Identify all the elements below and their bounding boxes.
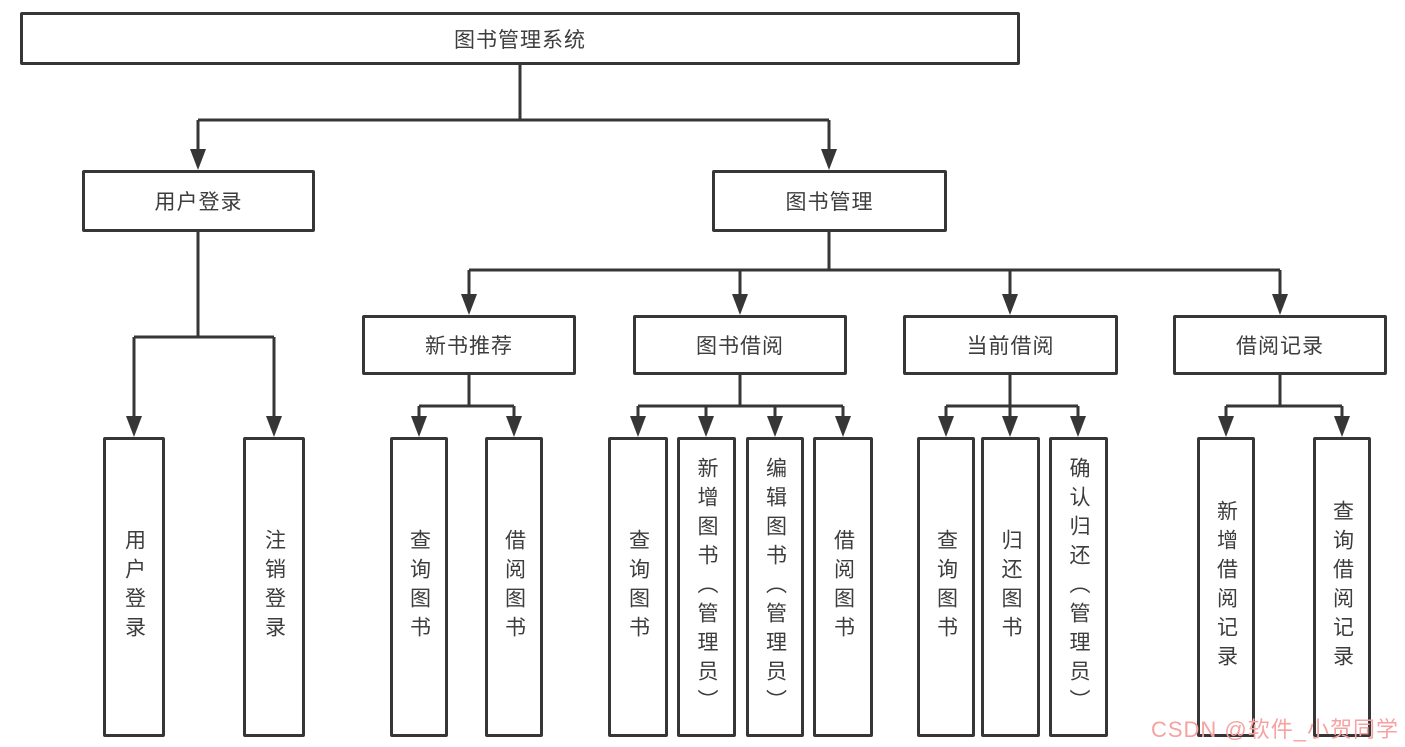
node-user-login: 用户登录 [82, 170, 315, 232]
leaf-bb-add-books-admin-label: 新增图书（管理员） [695, 456, 718, 718]
leaf-nb-query-books-label: 查询图书 [407, 529, 431, 645]
leaf-cb-query-books-label: 查询图书 [934, 529, 958, 645]
leaf-bb-borrow-books: 借阅图书 [813, 437, 873, 737]
leaf-nb-query-books: 查询图书 [390, 437, 448, 737]
node-book-borrow: 图书借阅 [633, 315, 847, 375]
leaf-bb-add-books-admin: 新增图书（管理员） [677, 437, 736, 737]
node-current-borrow-label: 当前借阅 [966, 335, 1055, 358]
leaf-user-login-label: 用户登录 [122, 529, 146, 645]
leaf-bb-edit-books-admin-label: 编辑图书（管理员） [763, 456, 787, 718]
leaf-bb-edit-books-admin: 编辑图书（管理员） [746, 437, 804, 737]
leaf-br-add-record: 新增借阅记录 [1197, 437, 1255, 737]
leaf-logout: 注销登录 [243, 437, 305, 737]
leaf-nb-borrow-books: 借阅图书 [485, 437, 543, 737]
leaf-cb-confirm-return-admin-label: 确认归还（管理员） [1067, 456, 1090, 718]
leaf-cb-query-books: 查询图书 [917, 437, 975, 737]
node-current-borrow: 当前借阅 [903, 315, 1118, 375]
node-borrow-records: 借阅记录 [1173, 315, 1387, 375]
leaf-nb-borrow-books-label: 借阅图书 [502, 529, 526, 645]
arrowheads [126, 149, 1350, 437]
leaf-br-query-record-label: 查询借阅记录 [1330, 500, 1354, 674]
leaf-user-login: 用户登录 [103, 437, 165, 737]
node-root: 图书管理系统 [20, 12, 1020, 65]
node-new-book-recommend-label: 新书推荐 [425, 335, 513, 358]
watermark-text: CSDN @软件_小贺同学 [1150, 717, 1399, 742]
node-book-management-label: 图书管理 [785, 191, 874, 214]
leaf-bb-query-books: 查询图书 [608, 437, 668, 737]
leaf-cb-return-books: 归还图书 [981, 437, 1040, 737]
leaf-logout-label: 注销登录 [262, 529, 286, 645]
node-user-login-label: 用户登录 [154, 191, 243, 214]
node-borrow-records-label: 借阅记录 [1236, 335, 1324, 358]
node-book-management: 图书管理 [712, 170, 947, 232]
leaf-br-add-record-label: 新增借阅记录 [1214, 500, 1238, 674]
leaf-bb-query-books-label: 查询图书 [626, 529, 650, 645]
node-root-label: 图书管理系统 [454, 28, 586, 52]
leaf-cb-return-books-label: 归还图书 [999, 529, 1022, 645]
leaf-br-query-record: 查询借阅记录 [1313, 437, 1371, 737]
node-book-borrow-label: 图书借阅 [696, 335, 784, 358]
node-new-book-recommend: 新书推荐 [362, 315, 576, 375]
leaf-bb-borrow-books-label: 借阅图书 [831, 529, 855, 645]
leaf-cb-confirm-return-admin: 确认归还（管理员） [1049, 437, 1108, 737]
